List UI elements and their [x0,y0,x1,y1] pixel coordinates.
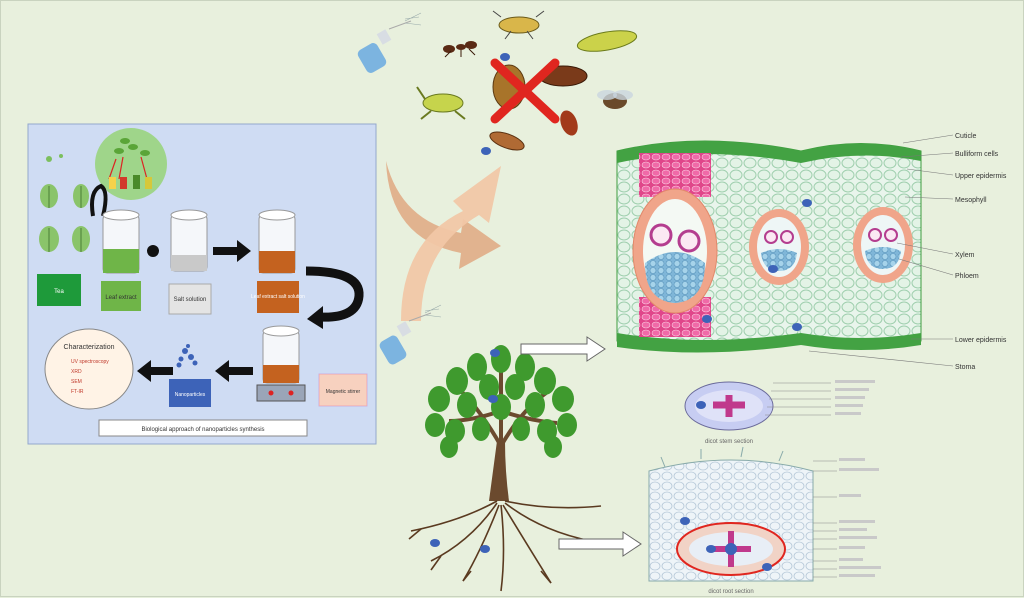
red-cross-icon [490,58,560,124]
tree-trunk [489,441,509,501]
leaf-nanoparticles [702,199,812,331]
tea-label: Tea [54,289,64,295]
left-arrow-icon-2 [215,360,253,382]
leaf-cross-section [616,140,922,353]
characterization-item: SEM [71,379,82,385]
upper-epidermis [617,141,921,163]
leaf-label-cuticle: Cuticle [955,133,977,140]
crossing-arrows [386,161,501,321]
characterization-circle: Characterization UV spectroscopy XRD SEM… [44,328,134,410]
leaf-label-bulliform: Bulliform cells [955,151,999,158]
fly-icon [597,90,633,109]
nanoparticle-powder [176,344,198,368]
ant-icon [443,41,477,58]
leaf-label-upper-epidermis: Upper epidermis [955,173,1007,180]
leaf-extract-label: Leaf extract [105,295,137,301]
salt-solution-label: Salt solution [174,297,207,303]
tea-box [37,274,81,306]
nanoparticle-drops [481,53,510,155]
insect-cluster [357,10,638,155]
leaf-label-mesophyll: Mesophyll [955,197,987,204]
leaf-labels [808,134,954,367]
curved-arrow-icon [90,183,108,217]
nanoparticles-box [169,379,211,407]
lower-epidermis [617,333,921,353]
left-arrow-icon-1 [137,360,173,382]
major-vascular-bundle [632,188,718,314]
leaf-label-phloem: Phloem [955,273,979,280]
leafhopper-icon [576,30,638,52]
curved-arrow-to-plant-icon [386,161,501,269]
characterization-title: Characterization [64,344,115,351]
red-ant-icon [560,110,578,136]
leaf-label-xylem: Xylem [955,252,975,259]
roots [408,500,602,592]
tree [408,345,602,592]
beaker-salt-solution [170,209,208,272]
salt-solution-box [168,283,212,315]
beaker-leaf-extract [102,209,140,274]
stem-caption: dicot stem section [705,439,753,445]
spray-bottle-icon [357,12,422,73]
arrowhead-icon [307,306,323,329]
beaker-mixture [258,209,296,274]
leaf-label-lower-epidermis: Lower epidermis [955,337,1007,344]
magnetic-stirrer-box [318,373,368,407]
root-section: dicot root section [648,446,881,595]
plant-extract-circle [95,128,167,200]
curved-arrow-down-icon [305,266,364,322]
stink-bug-icon [489,131,525,151]
right-arrow-icon [213,240,251,262]
characterization-item: UV spectroscopy [71,359,109,365]
curved-arrow-to-insects-icon [401,166,501,321]
caption-box [98,419,308,437]
beaker-on-stirrer [256,325,306,402]
arrow-to-leaf-section-icon [520,336,606,362]
minor-vascular-bundle-2 [853,207,913,283]
synthesis-panel: Tea Leaf extract Salt solution Leaf extr [27,123,377,445]
wasp-icon [492,10,545,40]
tree-nanoparticles [430,349,500,553]
caption: Biological approach of nanoparticles syn… [141,427,264,433]
nanoparticles-label: Nanoparticles [175,392,206,398]
mixture-box [257,281,299,313]
stem-section: dicot stem section [684,380,875,445]
leaf-extract-box [101,281,141,311]
arrow-to-root-section-icon [558,531,642,557]
spray-bottle-lower-icon [379,304,442,365]
cricket-icon [416,86,466,120]
mixture-label: Leaf extract salt solution [251,294,305,300]
leaf-label-stoma: Stoma [955,364,975,371]
tea-plant-sketches [39,154,90,252]
characterization-item: XRD [71,369,82,375]
root-caption: dicot root section [708,589,753,595]
root-nanoparticles [680,517,772,571]
tree-canopy [425,345,577,458]
plus-icon [147,245,159,257]
characterization-item: FT-IR [71,389,84,395]
magnetic-stirrer-label: Magnetic stirrer [326,389,361,395]
minor-vascular-bundle-1 [749,209,809,285]
